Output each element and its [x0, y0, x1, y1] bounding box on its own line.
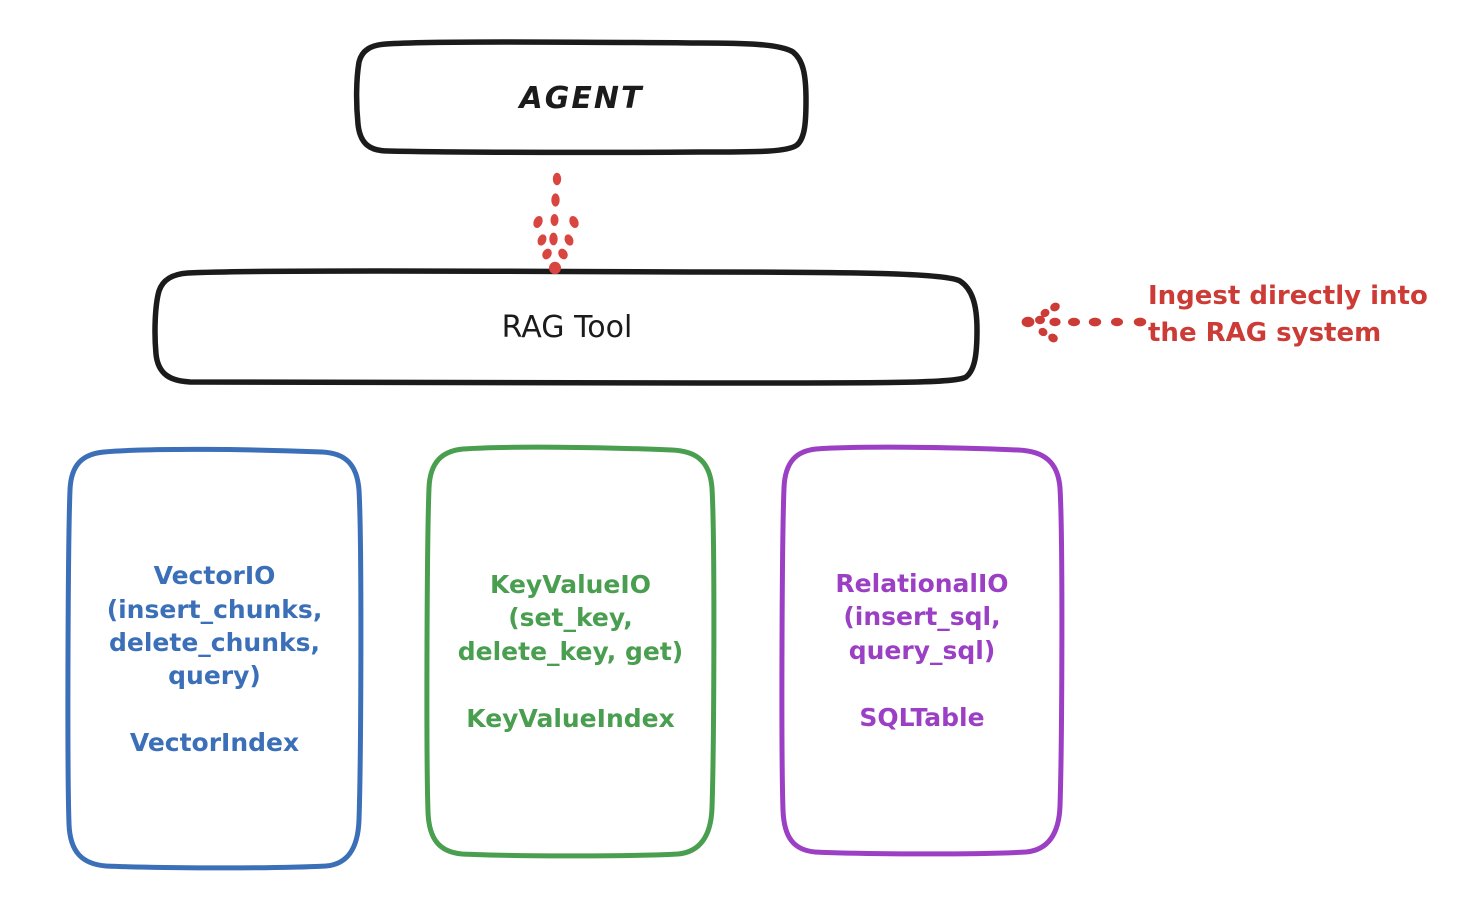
- agent-node-shape[interactable]: [353, 39, 809, 156]
- ingest-annotation-arrow: [1021, 302, 1147, 343]
- agent-to-rag-tool-arrow: [533, 172, 579, 275]
- rag-tool-node-shape[interactable]: [152, 268, 980, 387]
- vector-store-node-shape[interactable]: [65, 446, 364, 871]
- keyvalue-store-node-shape[interactable]: [424, 444, 717, 859]
- relational-store-node-shape[interactable]: [779, 444, 1065, 857]
